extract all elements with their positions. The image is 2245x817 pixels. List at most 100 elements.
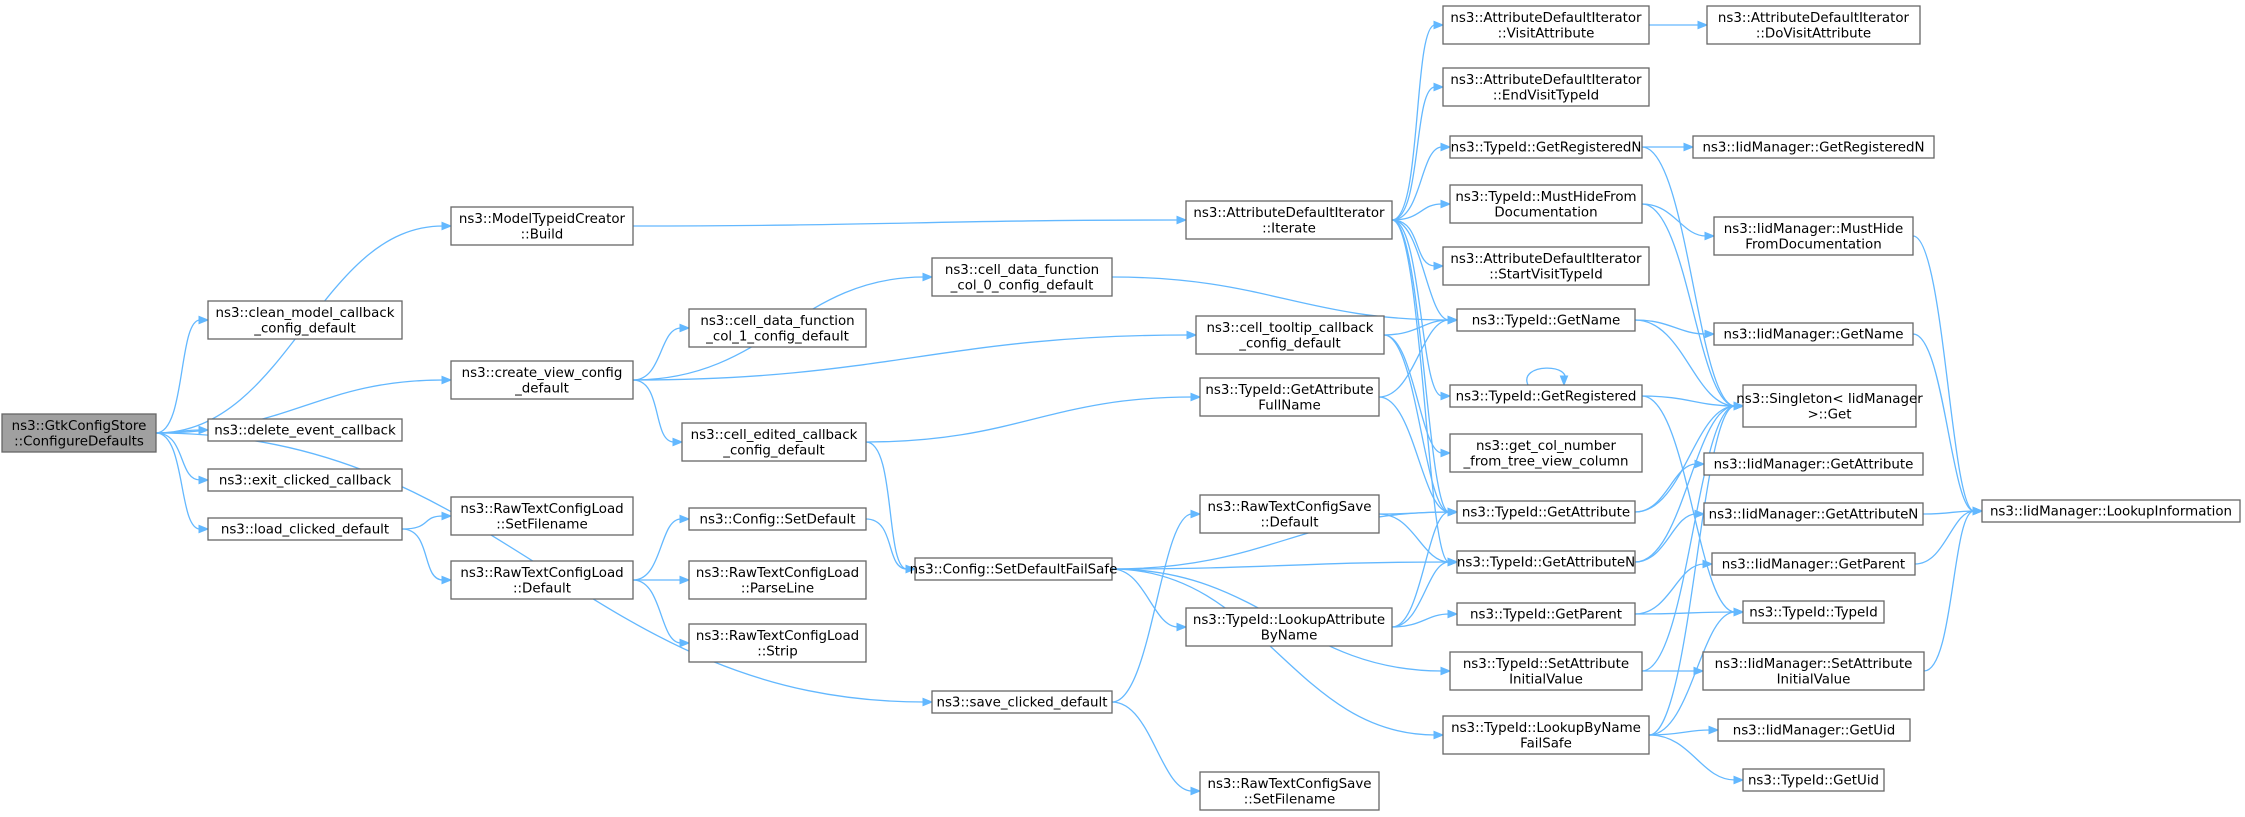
node-box (450, 360, 634, 400)
node-cell-tooltip[interactable]: ns3::cell_tooltip_callback_config_defaul… (1195, 315, 1385, 355)
edge-config-sdfs-to-tid-lookupbyname (1111, 568, 1436, 736)
node-iid-getname[interactable]: ns3::IidManager::GetName (1713, 322, 1914, 346)
edge-tid-getreg-to-singleton-get (1641, 395, 1736, 407)
node-box (1, 413, 157, 453)
node-tid-getname[interactable]: ns3::TypeId::GetName (1456, 308, 1636, 332)
edge-adi-iterate-to-tid-musthide (1391, 203, 1443, 221)
node-iid-getuid[interactable]: ns3::IidManager::GetUid (1717, 718, 1911, 742)
node-box (1706, 5, 1921, 45)
node-label-line: ns3::TypeId::TypeId (1749, 606, 1877, 621)
edge-iid-musthide-to-iid-lookupinfo (1912, 235, 1975, 512)
edge-tid-getattrn-to-iid-getattrn (1634, 513, 1697, 563)
edge-arrowhead (1433, 20, 1445, 30)
node-get-col-number[interactable]: ns3::get_col_number_from_tree_view_colum… (1449, 433, 1643, 473)
node-tid-getreg[interactable]: ns3::TypeId::GetRegistered (1449, 384, 1643, 408)
edge-tid-lookupbyname-to-tid-getuid (1648, 734, 1736, 781)
node-label-line: ns3::RawTextConfigLoad (460, 566, 623, 581)
edge-tid-getattrfullname-to-tid-getattr (1378, 396, 1450, 513)
node-box (1195, 315, 1385, 355)
edge-tid-getreg-to-tid-getreg (1526, 367, 1566, 386)
node-iid-getregn[interactable]: ns3::IidManager::GetRegisteredN (1692, 135, 1935, 159)
node-tid-getparent[interactable]: ns3::TypeId::GetParent (1456, 602, 1636, 626)
edge-arrowhead (198, 475, 210, 485)
node-label-line: ns3::AttributeDefaultIterator (1450, 11, 1642, 26)
node-box (1456, 500, 1636, 524)
node-config-setdefault[interactable]: ns3::Config::SetDefault (688, 507, 867, 531)
node-singleton-get[interactable]: ns3::Singleton< IidManager >::Get (1736, 384, 1923, 428)
node-rtcl-strip[interactable]: ns3::RawTextConfigLoad::Strip (688, 623, 867, 663)
node-rtcl-default[interactable]: ns3::RawTextConfigLoad::Default (450, 560, 634, 600)
node-iid-lookupinfo[interactable]: ns3::IidManager::LookupInformation (1981, 499, 2241, 523)
edge-arrowhead (1447, 507, 1459, 517)
node-box (681, 422, 867, 462)
node-label-line: ByName (1261, 628, 1318, 643)
node-label-line: ns3::IidManager::GetRegisteredN (1702, 141, 1924, 156)
node-rtcs-setfilename[interactable]: ns3::RawTextConfigSave::SetFilename (1199, 771, 1380, 811)
node-load-clicked[interactable]: ns3::load_clicked_default (207, 517, 403, 541)
node-adi-iterate[interactable]: ns3::AttributeDefaultIterator::Iterate (1185, 200, 1393, 240)
edge-tid-getname-to-singleton-get (1634, 319, 1736, 407)
node-box (1456, 550, 1636, 574)
node-root[interactable]: ns3::GtkConfigStore::ConfigureDefaults (1, 413, 157, 453)
node-tid-getattr[interactable]: ns3::TypeId::GetAttribute (1456, 500, 1636, 524)
node-label-line: ns3::IidManager::MustHide (1724, 222, 1903, 237)
node-adi-visitattr[interactable]: ns3::AttributeDefaultIterator::VisitAttr… (1442, 5, 1650, 45)
edge-arrowhead (441, 221, 453, 231)
node-delete-event[interactable]: ns3::delete_event_callback (207, 418, 403, 442)
node-label-line: ns3::cell_data_function (945, 263, 1099, 278)
node-cdf-col1[interactable]: ns3::cell_data_function_col_1_config_def… (688, 308, 867, 348)
node-label-line: FullName (1258, 398, 1320, 413)
node-adi-dovisit[interactable]: ns3::AttributeDefaultIterator::DoVisitAt… (1706, 5, 1921, 45)
node-exit-clicked[interactable]: ns3::exit_clicked_callback (207, 468, 403, 492)
edge-tid-lookupbyname-to-singleton-get (1648, 405, 1736, 736)
node-iid-getparent[interactable]: ns3::IidManager::GetParent (1711, 552, 1916, 576)
edge-rtcs-default-to-tid-getattr (1378, 511, 1450, 515)
node-tid-getattrn[interactable]: ns3::TypeId::GetAttributeN (1456, 550, 1636, 574)
node-label-line: ns3::IidManager::LookupInformation (1990, 505, 2232, 520)
node-label-line: ::SetFilename (1244, 792, 1335, 807)
node-cell-edited[interactable]: ns3::cell_edited_callback_config_default (681, 422, 867, 462)
node-rtcl-parseline[interactable]: ns3::RawTextConfigLoad::ParseLine (688, 560, 867, 600)
node-rtcl-setfilename[interactable]: ns3::RawTextConfigLoad::SetFilename (450, 496, 634, 536)
node-box (931, 257, 1113, 297)
node-label-line: ns3::TypeId::GetRegisteredN (1451, 141, 1642, 156)
node-box (1742, 600, 1885, 624)
node-label-line: ns3::load_clicked_default (221, 523, 389, 538)
node-mtc-build[interactable]: ns3::ModelTypeidCreator::Build (450, 206, 634, 246)
edge-arrowhead (905, 564, 917, 574)
edge-tid-getreg-to-tid-typeid (1641, 395, 1736, 613)
edge-tid-musthide-to-iid-musthide (1641, 203, 1707, 237)
node-box (1742, 384, 1917, 428)
node-clean-model[interactable]: ns3::clean_model_callback_config_default (207, 300, 403, 340)
node-create-view[interactable]: ns3::create_view_config_default (450, 360, 634, 400)
node-cdf-col0[interactable]: ns3::cell_data_function_col_0_config_def… (931, 257, 1113, 297)
node-label-line: _config_default (722, 443, 824, 458)
node-iid-getattrn[interactable]: ns3::IidManager::GetAttributeN (1703, 502, 1924, 526)
node-tid-typeid[interactable]: ns3::TypeId::TypeId (1742, 600, 1885, 624)
edge-mtc-build-to-adi-iterate (632, 219, 1179, 227)
node-iid-setattrinit[interactable]: ns3::IidManager::SetAttributeInitialValu… (1702, 651, 1925, 691)
edge-arrowhead (1704, 329, 1716, 339)
node-rtcs-default[interactable]: ns3::RawTextConfigSave::Default (1199, 494, 1380, 534)
edge-rtcl-default-to-rtcl-strip (632, 579, 682, 644)
node-save-clicked[interactable]: ns3::save_clicked_default (931, 690, 1113, 714)
node-tid-getuid[interactable]: ns3::TypeId::GetUid (1742, 768, 1885, 792)
node-label-line: ::Iterate (1262, 221, 1316, 236)
node-label-line: ::StartVisitTypeId (1489, 267, 1602, 282)
node-label-line: ns3::TypeId::MustHideFrom (1455, 190, 1636, 205)
edge-arrowhead (679, 575, 691, 585)
edge-arrowhead (441, 511, 453, 521)
node-adi-endvisit[interactable]: ns3::AttributeDefaultIterator::EndVisitT… (1442, 67, 1650, 107)
edge-config-sdfs-to-tid-lookupattr (1111, 568, 1179, 628)
node-config-sdfs[interactable]: ns3::Config::SetDefaultFailSafe (910, 557, 1118, 581)
node-iid-musthide[interactable]: ns3::IidManager::MustHideFromDocumentati… (1713, 216, 1914, 256)
edge-arrowhead (1433, 261, 1445, 271)
node-iid-getattr[interactable]: ns3::IidManager::GetAttribute (1703, 452, 1924, 476)
node-tid-getregn[interactable]: ns3::TypeId::GetRegisteredN (1449, 135, 1643, 159)
node-adi-startvisit[interactable]: ns3::AttributeDefaultIterator::StartVisi… (1442, 246, 1650, 286)
